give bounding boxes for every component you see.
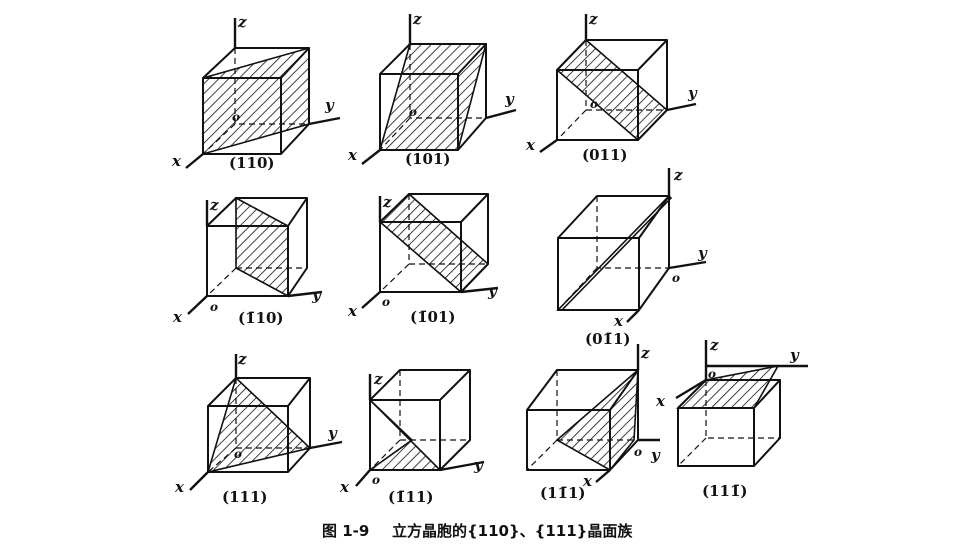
z-axis-label: z [673, 166, 683, 184]
plane-label-bar111: (1̄11) [388, 488, 434, 506]
panel-bar111: z y x o (1̄11) [339, 369, 485, 506]
plane-label-1bar11: (11̄1) [540, 484, 586, 502]
panel-1bar11: z y x o (11̄1) [526, 344, 661, 502]
axes-11bar1: z y x o [655, 336, 808, 410]
x-axis-label: x [582, 472, 593, 490]
cube-bar111 [367, 369, 471, 471]
origin-label: o [234, 447, 242, 461]
x-axis-label: x [171, 152, 182, 170]
z-axis-label: z [209, 196, 219, 214]
cube-110 [202, 46, 310, 156]
x-axis-label: x [347, 146, 358, 164]
plane-label-bar110: (1̄10) [238, 309, 284, 327]
cube-bar101 [378, 192, 490, 294]
cube-111 [206, 376, 312, 474]
panel-bar110: z y x o (1̄10) [172, 196, 323, 327]
panel-0bar11: z y x o (01̄1) [556, 166, 708, 348]
panel-11bar1: z y x o (111̄) [655, 336, 808, 500]
plane-label-101: (101) [405, 150, 451, 168]
axes-0bar11: z y x o [613, 166, 708, 330]
cube-101 [378, 43, 488, 151]
y-axis-label: y [487, 282, 498, 300]
origin-label: o [708, 367, 716, 381]
y-axis-label: y [697, 244, 708, 262]
plane-label-011: (011) [582, 146, 628, 164]
caption-number: 图 1-9 [322, 522, 369, 540]
origin-label: o [672, 271, 680, 285]
axes-1bar11: z y x o [582, 344, 661, 490]
z-axis-label: z [237, 13, 247, 31]
y-axis-label: y [789, 346, 800, 364]
axes-111: z y x o [174, 350, 343, 496]
origin-label: o [210, 300, 218, 314]
plane-0bar11 [556, 194, 673, 311]
plane-011 [555, 38, 669, 142]
z-axis-label: z [412, 10, 422, 28]
cube-bar110 [206, 196, 308, 298]
plane-label-11bar1: (111̄) [702, 482, 748, 500]
z-axis-label: z [237, 350, 247, 368]
axes-110: z y x o [171, 13, 341, 170]
plane-1bar11 [555, 368, 639, 472]
y-axis-label: y [311, 286, 322, 304]
y-axis-label: y [473, 456, 484, 474]
y-axis-label: y [687, 84, 698, 102]
plane-111 [206, 376, 312, 474]
y-axis-label: y [327, 424, 338, 442]
x-axis-label: x [174, 478, 185, 496]
panel-011: z y x o (011) [525, 10, 698, 164]
y-axis-label: y [324, 96, 335, 114]
cube-1bar11 [526, 368, 639, 472]
cube-0bar11 [556, 194, 673, 311]
panel-101: z y x o (101) [347, 10, 517, 168]
panel-bar101: z y x o (1̄01) [347, 192, 499, 326]
z-axis-label: z [382, 193, 392, 211]
origin-label: o [372, 473, 380, 487]
cube-11bar1 [676, 364, 781, 467]
origin-label: o [382, 295, 390, 309]
axes-101: z y x o [347, 10, 517, 165]
cube-011 [555, 38, 669, 142]
origin-label: o [634, 445, 642, 459]
z-axis-label: z [709, 336, 719, 354]
caption-text: 立方晶胞的{110}、{111}晶面族 [392, 522, 633, 540]
axes-bar111: z y x o [339, 370, 485, 496]
panel-110: z y x o (110) [171, 13, 341, 172]
x-axis-label: x [339, 478, 350, 496]
x-axis-label: x [655, 392, 666, 410]
plane-bar111 [367, 399, 442, 471]
plane-label-110: (110) [229, 154, 275, 172]
figure-caption: 图 1-9 立方晶胞的{110}、{111}晶面族 [322, 522, 633, 540]
origin-label: o [409, 105, 417, 119]
axes-011: z y x o [525, 10, 698, 154]
plane-label-0bar11: (01̄1) [585, 330, 631, 348]
plane-bar110 [235, 196, 289, 298]
panel-111: z y x o (111) [174, 350, 343, 506]
y-axis-label: y [504, 90, 515, 108]
axes-bar110: z y x o [172, 196, 323, 326]
z-axis-label: z [373, 370, 383, 388]
x-axis-label: x [525, 136, 536, 154]
plane-label-111: (111) [222, 488, 268, 506]
x-axis-label: x [347, 302, 358, 320]
origin-label: o [590, 97, 598, 111]
plane-bar101 [378, 192, 490, 294]
plane-label-bar101: (1̄01) [410, 308, 456, 326]
axes-bar101: z y x o [347, 193, 499, 320]
z-axis-label: z [640, 344, 650, 362]
origin-label: o [232, 110, 240, 124]
z-axis-label: z [588, 10, 598, 28]
y-axis-label: y [650, 446, 661, 464]
x-axis-label: x [613, 312, 624, 330]
x-axis-label: x [172, 308, 183, 326]
